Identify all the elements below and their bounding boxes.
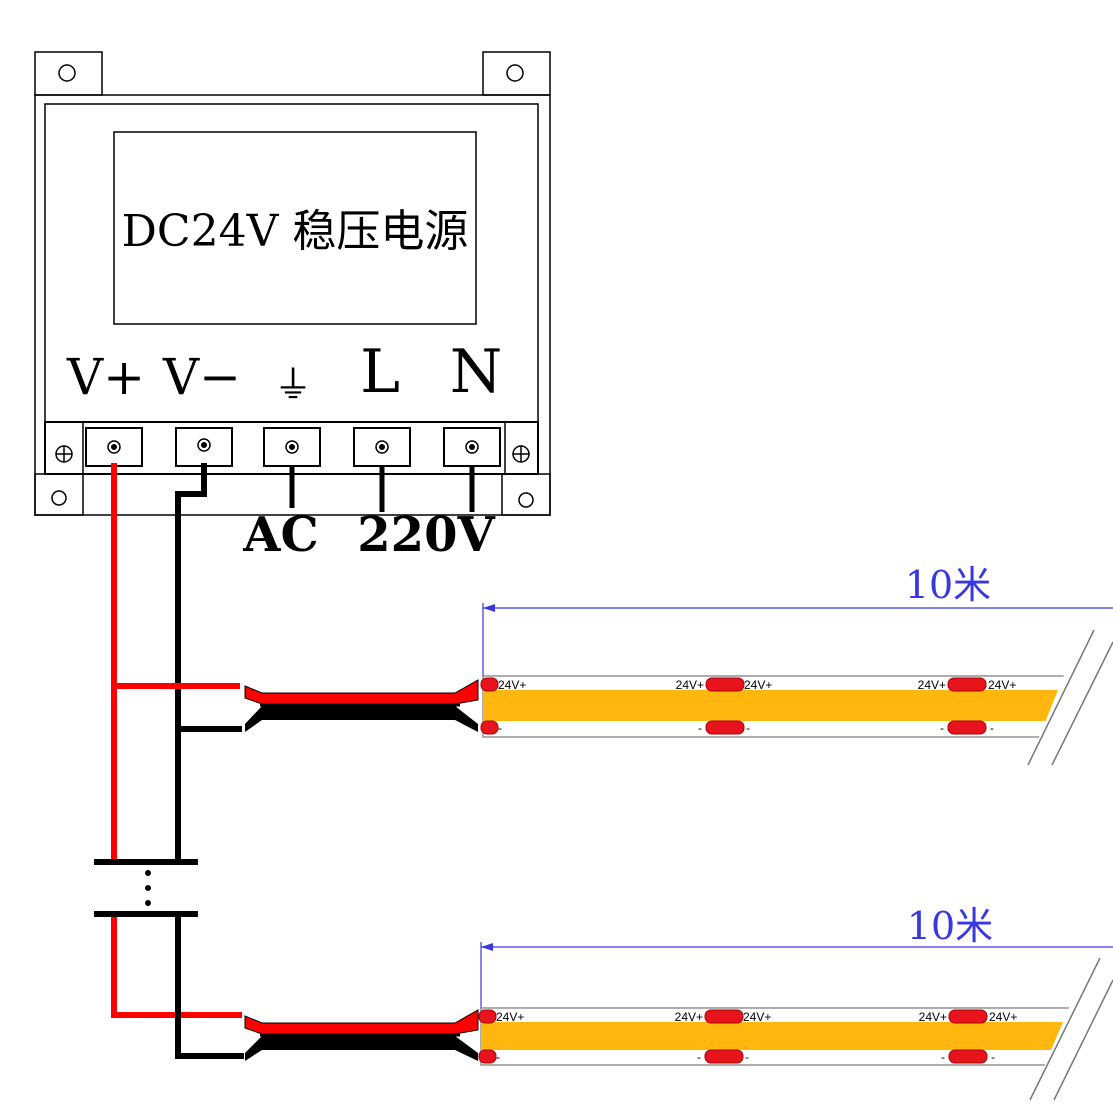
pad-label: 24V+: [675, 1010, 703, 1024]
mount-hole-icon: [506, 64, 524, 82]
mount-hole-icon: [51, 490, 67, 506]
negative-bus-wire-lower: [175, 914, 244, 1059]
cob-led-band: [483, 690, 1113, 721]
pad-label: -: [496, 1050, 500, 1064]
ground-icon: ⏚: [274, 365, 312, 407]
psu-label-box: [113, 131, 477, 325]
pad-label: 24V+: [918, 678, 946, 692]
psu-outer-case: [34, 94, 551, 516]
pad-label: 24V+: [919, 1010, 947, 1024]
pad-label: -: [697, 1050, 701, 1064]
mounting-tab-bottom-right: [501, 473, 551, 516]
length-label: 10米: [905, 563, 991, 607]
solder-pads: [478, 1009, 988, 1064]
negative-bus-wire: [175, 463, 207, 862]
ac-input-leads: [289, 466, 475, 512]
pad-label: -: [940, 721, 944, 735]
mounting-tab-top-left: [34, 51, 103, 96]
terminal-label-vminus: V−: [162, 348, 241, 406]
power-supply: [34, 51, 551, 516]
dimension-line: [480, 942, 1113, 1010]
pad-label: -: [990, 721, 994, 735]
pad-label: 24V+: [743, 1010, 771, 1024]
voltage-label: 220V: [357, 507, 495, 563]
terminal-label-n: N: [450, 337, 503, 407]
led-strip-1: 10米 24V+ 24V+ 24V+ 24V+ 24V+ - - - - -: [244, 563, 1113, 766]
pad-label: 24V+: [496, 1010, 524, 1024]
length-label: 10米: [907, 904, 993, 948]
break-symbol: [1029, 957, 1113, 1101]
pad-label: -: [746, 721, 750, 735]
crosshead-screw-icon: [512, 445, 530, 463]
connector-cable: [244, 1009, 479, 1061]
psu-title: DC24V 稳压电源: [122, 206, 469, 257]
ac-label: AC: [242, 507, 318, 563]
dimension-line: [482, 603, 1113, 682]
pad-label: -: [498, 721, 502, 735]
mount-hole-icon: [58, 64, 76, 82]
pad-label: 24V+: [676, 678, 704, 692]
dc-bus-wires: [111, 463, 244, 1059]
pad-label: 24V+: [989, 1010, 1017, 1024]
mount-hole-icon: [518, 492, 534, 508]
terminal-label-vplus: V+: [66, 348, 145, 406]
crosshead-screw-icon: [55, 445, 73, 463]
terminal-screws: [85, 427, 501, 467]
pad-label: 24V+: [744, 678, 772, 692]
mounting-tab-bottom-left: [34, 473, 84, 516]
pad-label: 24V+: [988, 678, 1016, 692]
continuation-break: [94, 859, 198, 917]
pad-label: -: [745, 1050, 749, 1064]
pad-label: -: [941, 1050, 945, 1064]
terminal-label-l: L: [360, 337, 400, 407]
pad-label: 24V+: [498, 678, 526, 692]
positive-bus-wire-lower: [111, 914, 242, 1018]
pad-label: -: [991, 1050, 995, 1064]
solder-pads: [480, 677, 987, 735]
break-symbol: [1027, 629, 1113, 766]
led-strip-2: 10米 24V+ 24V+ 24V+ 24V+ 24V+ - - - - -: [244, 904, 1113, 1101]
cob-led-band: [481, 1022, 1113, 1050]
pad-label: -: [698, 721, 702, 735]
mounting-tab-top-right: [482, 51, 551, 96]
connector-cable: [244, 679, 479, 732]
